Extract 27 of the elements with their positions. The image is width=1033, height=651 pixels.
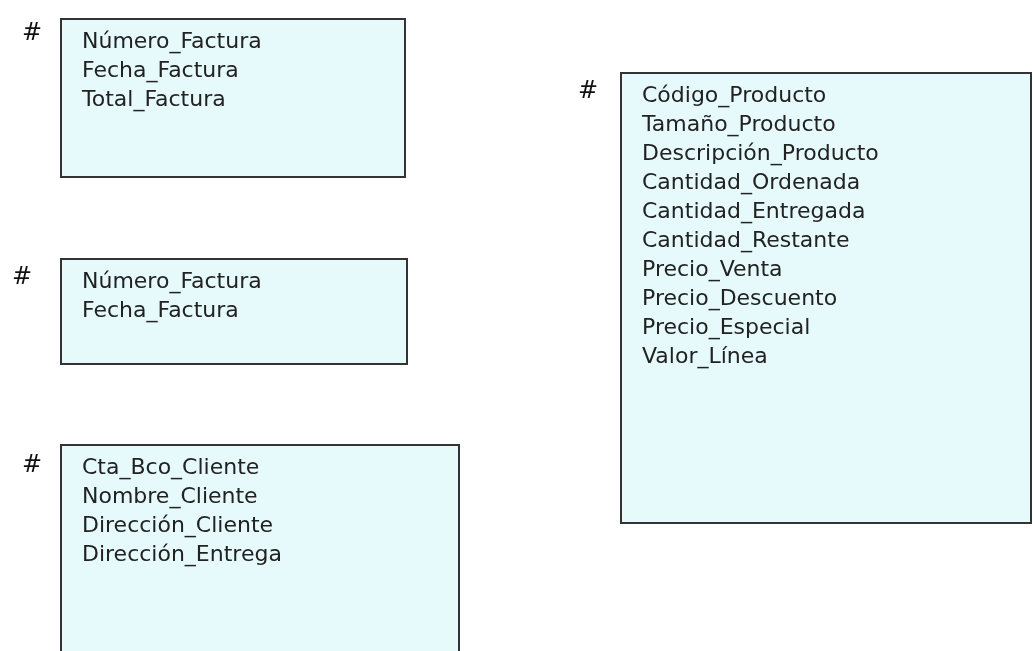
- attribute-text: Cta_Bco_Cliente: [82, 453, 261, 481]
- entity-box: [60, 444, 460, 651]
- attribute-text: Tamaño_Producto: [642, 110, 837, 138]
- entity-box: [60, 18, 406, 178]
- attribute-text: Precio_Venta: [642, 255, 784, 283]
- attribute-text: Valor_Línea: [642, 342, 769, 370]
- attribute-text: Cantidad_Ordenada: [642, 168, 862, 196]
- attribute-text: Número_Factura: [82, 27, 263, 55]
- attribute-text: Precio_Descuento: [642, 284, 839, 312]
- attribute-text: Precio_Especial: [642, 313, 812, 341]
- entity-box: [620, 72, 1032, 524]
- attribute-text: Descripción_Producto: [642, 139, 880, 167]
- attribute-text: Fecha_Factura: [82, 296, 240, 324]
- key-marker: #: [22, 450, 43, 478]
- key-marker: #: [22, 18, 43, 46]
- attribute-text: Número_Factura: [82, 267, 263, 295]
- attribute-text: Código_Producto: [642, 81, 828, 109]
- attribute-text: Total_Factura: [82, 85, 227, 113]
- attribute-text: Dirección_Entrega: [82, 540, 283, 568]
- entity-box: [60, 258, 408, 365]
- attribute-text: Nombre_Cliente: [82, 482, 259, 510]
- attribute-text: Cantidad_Restante: [642, 226, 851, 254]
- key-marker: #: [12, 262, 33, 290]
- key-marker: #: [578, 76, 599, 104]
- attribute-text: Cantidad_Entregada: [642, 197, 867, 225]
- attribute-text: Dirección_Cliente: [82, 511, 275, 539]
- attribute-text: Fecha_Factura: [82, 56, 240, 84]
